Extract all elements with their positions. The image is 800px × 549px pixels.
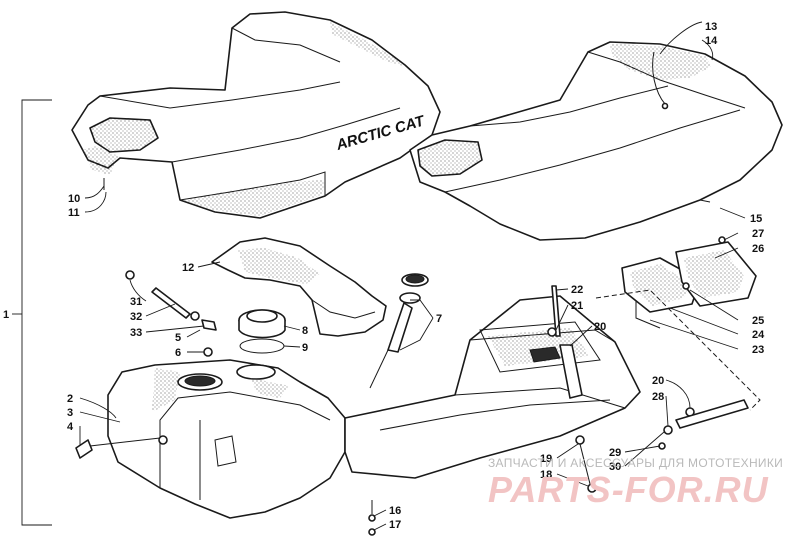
callout-30: 30 — [609, 461, 621, 473]
watermark-logo: PARTS-FOR.RU — [488, 469, 769, 510]
callout-17: 17 — [389, 519, 401, 531]
seat-left: ARCTIC CAT — [71, 11, 441, 219]
callout-18: 18 — [540, 469, 552, 481]
watermark-caption: ЗАПЧАСТИ И АКСЕССУАРЫ ДЛЯ МОТОТЕХНИКИ — [488, 456, 783, 470]
callout-31: 31 — [130, 296, 142, 308]
callout-14: 14 — [705, 35, 718, 47]
callout-9: 9 — [302, 342, 308, 354]
callout-28: 28 — [652, 391, 664, 403]
console-base — [344, 295, 641, 479]
watermark: ЗАПЧАСТИ И АКСЕССУАРЫ ДЛЯ МОТОТЕХНИКИ PA… — [488, 456, 783, 510]
callout-6: 6 — [175, 347, 181, 359]
seat-right — [409, 41, 783, 241]
callout-10: 10 — [68, 193, 80, 205]
callout-1: 1 — [3, 309, 9, 321]
callout-25: 25 — [752, 315, 764, 327]
callout-26: 26 — [752, 243, 764, 255]
callout-5: 5 — [175, 332, 181, 344]
callout-16: 16 — [389, 505, 401, 517]
fuel-cap-parts — [238, 273, 429, 389]
tail-light — [621, 241, 757, 313]
leader-lines — [79, 21, 746, 531]
callout-13: 13 — [705, 21, 717, 33]
callout-12: 12 — [182, 262, 194, 274]
assembly-bracket — [12, 99, 52, 526]
callout-22: 22 — [571, 284, 583, 296]
callout-4: 4 — [67, 421, 74, 433]
callout-32: 32 — [130, 311, 142, 323]
callout-19: 19 — [540, 453, 552, 465]
hardware — [75, 236, 761, 536]
callout-33: 33 — [130, 327, 142, 339]
callout-24: 24 — [752, 329, 765, 341]
tank-cover — [211, 237, 387, 337]
callout-7: 7 — [436, 313, 442, 325]
callout-15: 15 — [750, 213, 762, 225]
callout-21: 21 — [571, 300, 583, 312]
callout-11: 11 — [68, 207, 80, 219]
callout-23: 23 — [752, 344, 764, 356]
callout-29: 29 — [609, 447, 621, 459]
callout-2: 2 — [67, 393, 73, 405]
fuel-tank — [107, 359, 346, 519]
callout-20b: 20 — [652, 375, 664, 387]
callout-20a: 20 — [594, 321, 606, 333]
callout-27: 27 — [752, 228, 764, 240]
callout-3: 3 — [67, 407, 73, 419]
callouts: 1 2 3 4 5 6 7 8 9 10 11 12 13 14 15 16 1… — [3, 21, 765, 531]
callout-8: 8 — [302, 325, 308, 337]
